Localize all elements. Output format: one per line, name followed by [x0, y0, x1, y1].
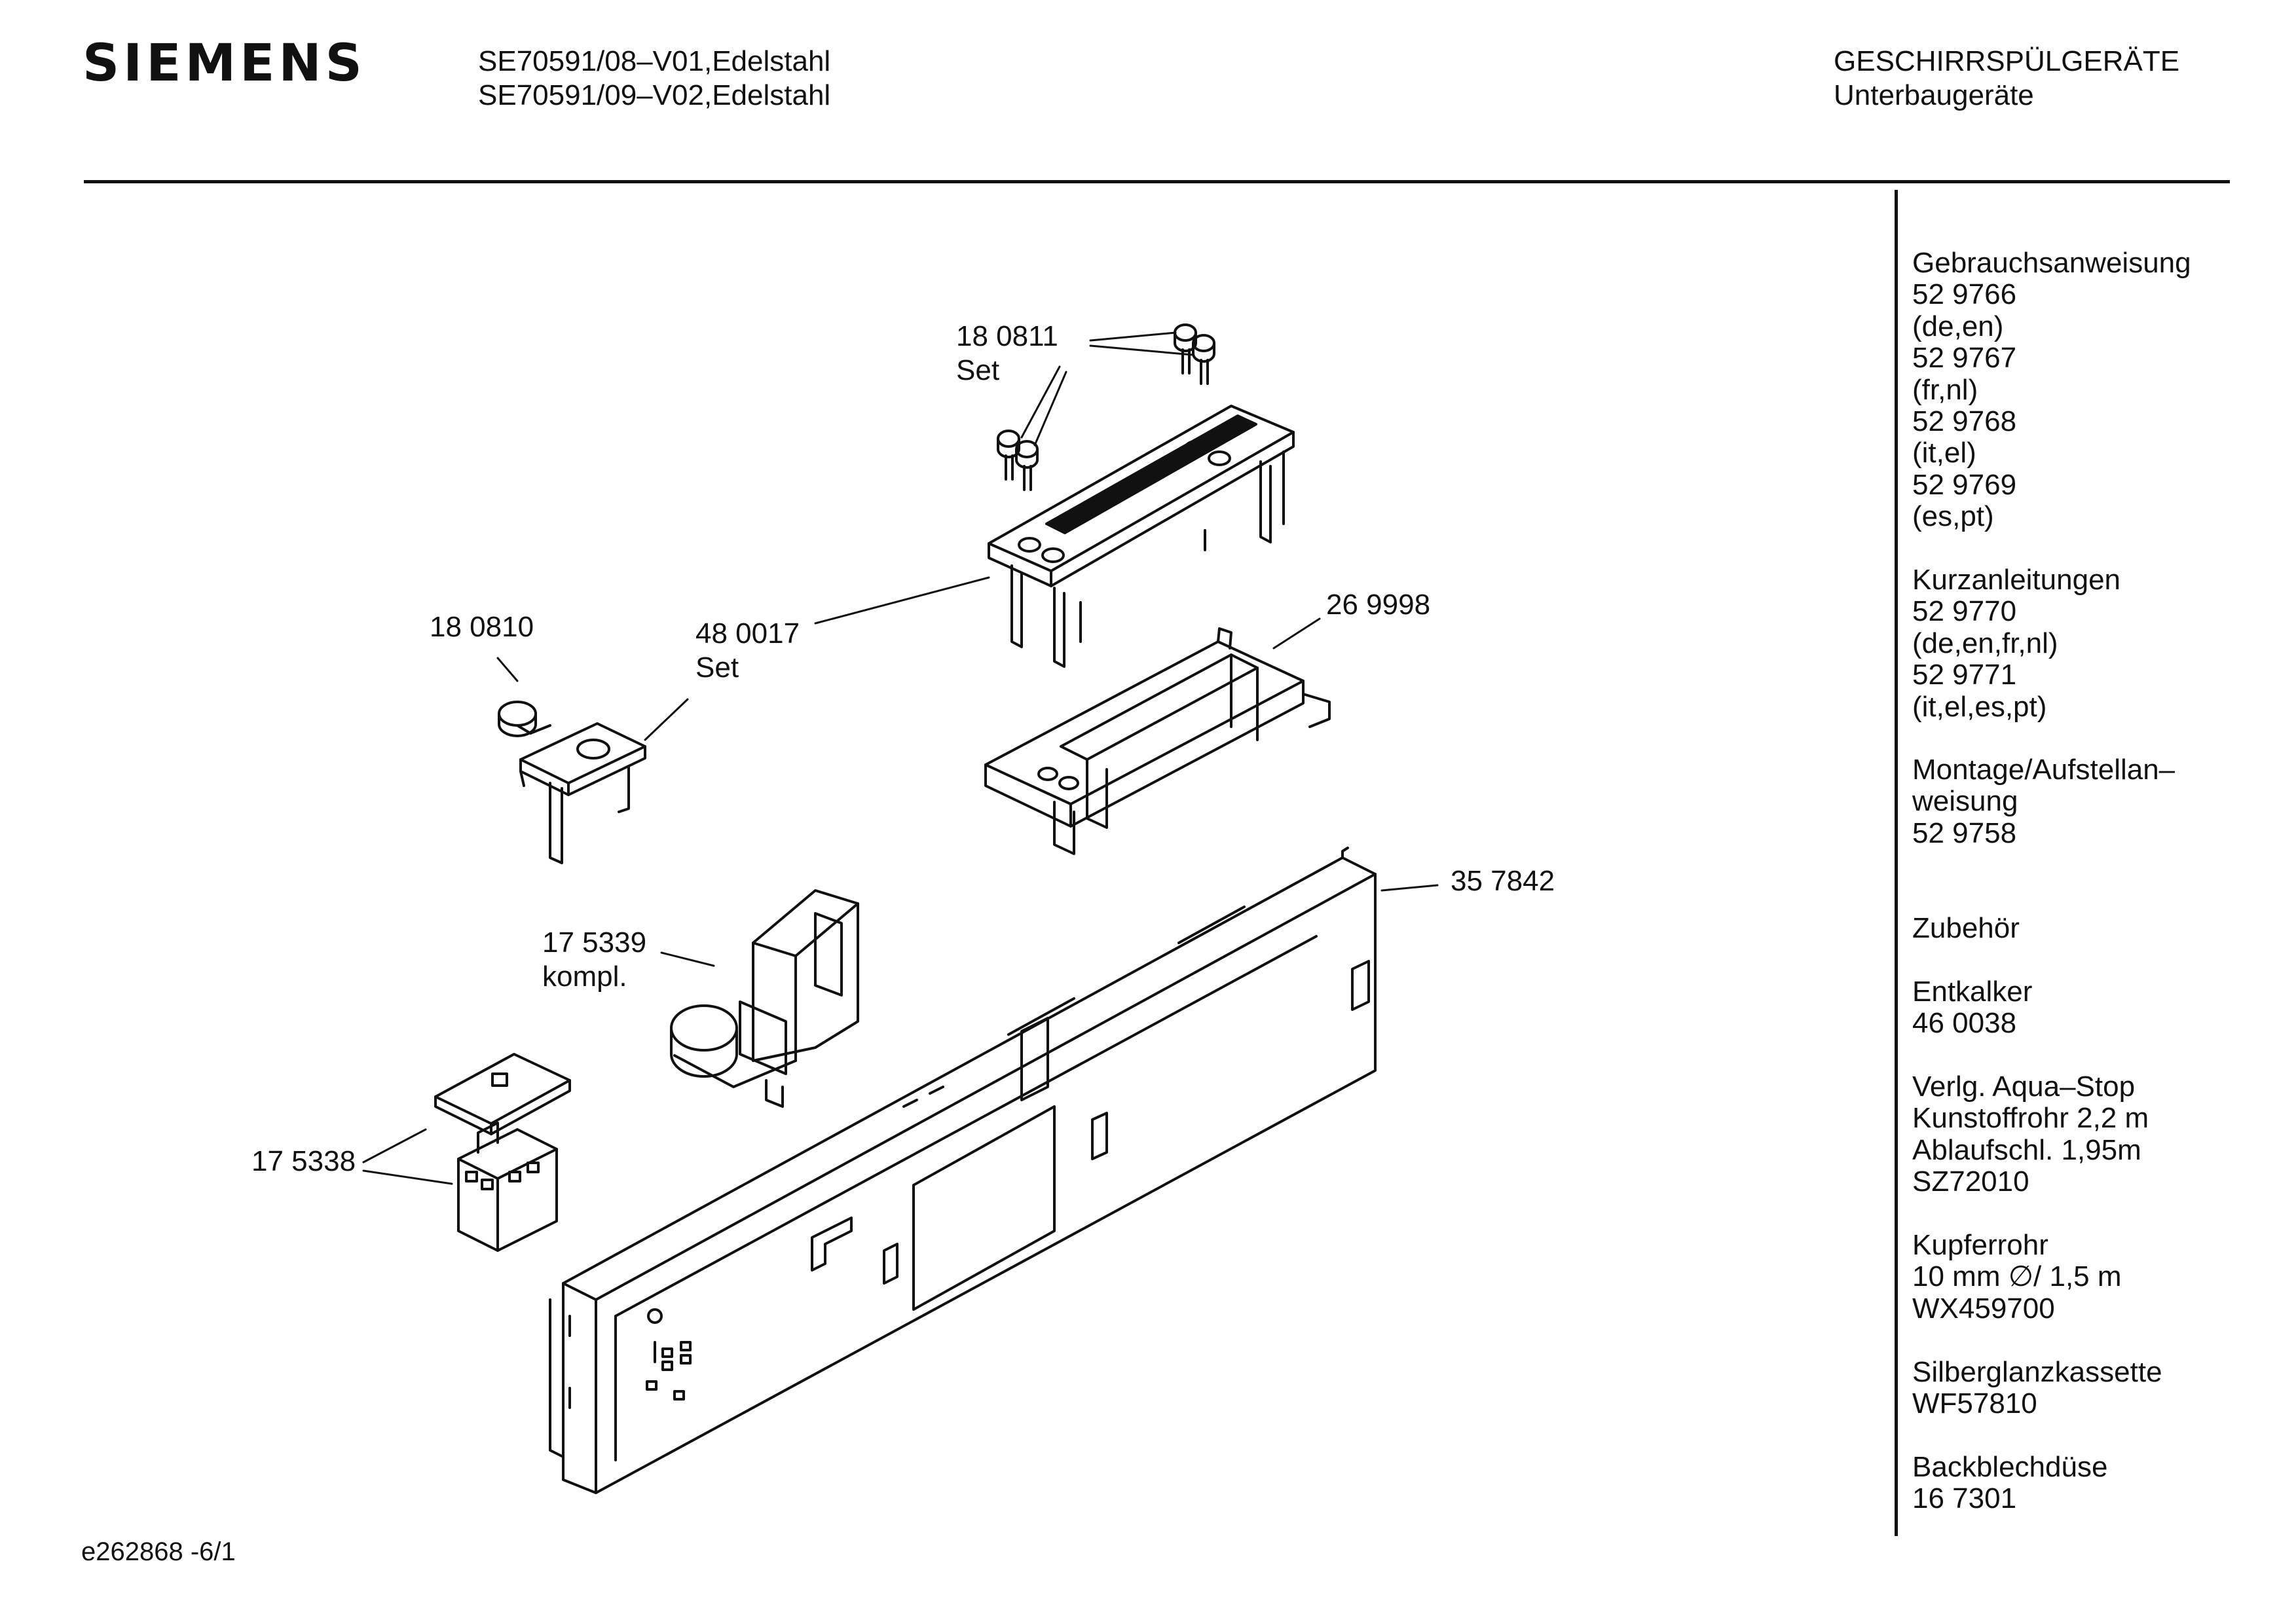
sidebar-group-accessories: Zubehör [1912, 912, 2020, 944]
leader-180811-c [1020, 365, 1061, 439]
sidebar-line: (fr,nl) [1912, 373, 1978, 406]
sidebar-line: Kunstoffrohr 2,2 m [1912, 1102, 2149, 1135]
callout-26-9998: 26 9998 [1326, 588, 1430, 622]
clip-part [498, 701, 551, 737]
sidebar-line: Backblechdüse [1912, 1451, 2108, 1483]
part-note: Set [956, 354, 1000, 386]
sidebar-group-quick-guides: Kurzanleitungen 52 9770 (de,en,fr,nl) 52… [1912, 564, 2120, 723]
part-number: 17 5338 [251, 1145, 356, 1177]
module-part [984, 627, 1331, 855]
sidebar-line: 52 9769 [1912, 468, 2017, 501]
category-title: GESCHIRRSPÜLGERÄTE [1834, 45, 2180, 77]
part-number: 35 7842 [1451, 865, 1555, 897]
sidebar-divider [1895, 190, 1898, 1536]
part-number: 48 0017 [695, 617, 800, 650]
leader-lines [362, 331, 1439, 1185]
brand-logo: SIEMENS [83, 34, 366, 93]
cover-bracket-part [988, 405, 1295, 668]
sidebar-line: Montage/Aufstellan– [1912, 754, 2176, 786]
part-number: 26 9998 [1326, 589, 1431, 621]
switch-bracket-part [519, 722, 646, 864]
sidebar-line: 52 9771 [1912, 659, 2017, 691]
category-subtitle: Unterbaugeräte [1834, 79, 2034, 111]
part-number: 17 5339 [542, 926, 647, 959]
sidebar-line: WX459700 [1912, 1292, 2055, 1325]
callout-48-0017: 48 0017 Set [695, 617, 800, 685]
leader-180810 [496, 657, 519, 682]
sidebar-line: 52 9768 [1912, 405, 2017, 438]
leader-480017-top [814, 576, 990, 625]
leader-269998 [1272, 617, 1321, 650]
callout-18-0810: 18 0810 [430, 610, 534, 644]
sidebar-line: weisung [1912, 785, 2018, 818]
sidebar-line: Kupferrohr [1912, 1229, 2048, 1261]
sidebar-line: (it,el,es,pt) [1912, 690, 2047, 723]
callout-17-5339: 17 5339 kompl. [542, 926, 646, 994]
sidebar-line: 52 9770 [1912, 595, 2017, 628]
relay-part [457, 1122, 558, 1252]
sidebar-group-descaler: Entkalker 46 0038 [1912, 976, 2032, 1040]
leader-180811-a [1089, 331, 1177, 342]
sidebar-line: (it,el) [1912, 437, 1976, 469]
callout-35-7842: 35 7842 [1451, 864, 1555, 898]
part-number: 18 0810 [430, 611, 534, 643]
sidebar-line: Ablaufschl. 1,95m [1912, 1133, 2141, 1166]
sidebar-line: WF57810 [1912, 1387, 2037, 1420]
sidebar-group-baking-nozzle: Backblechdüse 16 7301 [1912, 1451, 2108, 1515]
header-rule [84, 180, 2230, 183]
leader-175338-b [362, 1169, 453, 1185]
sidebar-line: Zubehör [1912, 912, 2020, 944]
leader-480017-bracket [644, 698, 689, 741]
sidebar-group-aqua-stop: Verlg. Aqua–Stop Kunstoffrohr 2,2 m Abla… [1912, 1071, 2149, 1198]
part-note: Set [695, 651, 739, 684]
sidebar-line: Kurzanleitungen [1912, 564, 2121, 596]
sidebar-line: 16 7301 [1912, 1482, 2017, 1515]
leader-175338-a [362, 1128, 427, 1163]
sidebar-group-manuals: Gebrauchsanweisung 52 9766 (de,en) 52 97… [1912, 247, 2191, 533]
part-number: 18 0811 [956, 320, 1058, 352]
door-lock-part [670, 889, 859, 1108]
drawing-code: e262868 -6/1 [81, 1537, 236, 1566]
sidebar-group-copper-pipe: Kupferrohr 10 mm ∅/ 1,5 m WX459700 [1912, 1229, 2122, 1325]
category-block: GESCHIRRSPÜLGERÄTE Unterbaugeräte [1834, 45, 2179, 113]
model-list: SE70591/08–V01,Edelstahl SE70591/09–V02,… [478, 45, 830, 113]
sidebar-line: 52 9766 [1912, 278, 2017, 311]
switch-cover-part [434, 1053, 571, 1135]
sidebar-line: 52 9767 [1912, 342, 2017, 375]
callout-17-5338: 17 5338 [251, 1145, 356, 1179]
sidebar-line: (de,en) [1912, 310, 2004, 342]
sidebar-line: Entkalker [1912, 976, 2033, 1008]
leader-180811-b [1089, 344, 1194, 356]
sidebar-line: SZ72010 [1912, 1165, 2029, 1198]
sidebar-line: Verlg. Aqua–Stop [1912, 1071, 2136, 1103]
control-panel-frame-part [549, 847, 1377, 1494]
leader-180811-d [1033, 371, 1067, 447]
sidebar-line: Silberglanzkassette [1912, 1356, 2162, 1388]
sidebar-group-silver-cassette: Silberglanzkassette WF57810 [1912, 1356, 2162, 1420]
callout-18-0811: 18 0811 Set [956, 320, 1058, 388]
sidebar-line: 46 0038 [1912, 1007, 2017, 1040]
model-line-2: SE70591/09–V02,Edelstahl [478, 79, 831, 111]
sidebar-line: 52 9758 [1912, 816, 2017, 849]
part-note: kompl. [542, 961, 627, 993]
sidebar-line: Gebrauchsanweisung [1912, 247, 2191, 279]
sidebar-line: 10 mm ∅/ 1,5 m [1912, 1260, 2122, 1293]
sidebar-group-installation: Montage/Aufstellan– weisung 52 9758 [1912, 754, 2175, 849]
sidebar-line: (es,pt) [1912, 500, 1994, 533]
leader-357842 [1380, 884, 1439, 892]
model-line-1: SE70591/08–V01,Edelstahl [478, 45, 831, 77]
sidebar-line: (de,en,fr,nl) [1912, 627, 2058, 659]
leader-175339 [660, 951, 715, 967]
